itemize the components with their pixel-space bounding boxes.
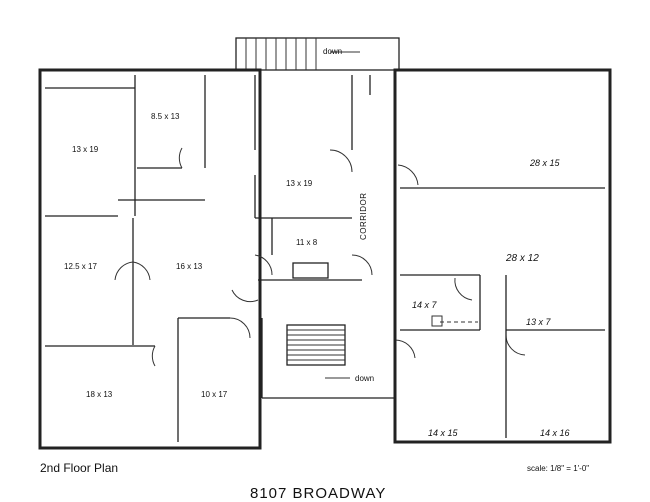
room-label: 13 x 19	[72, 145, 99, 154]
address: 8107 BROADWAY	[250, 485, 387, 502]
corridor-label: CORRIDOR	[359, 192, 368, 240]
room-label: 16 x 13	[176, 262, 203, 271]
room-label: 14 x 7	[412, 300, 437, 310]
room-label: 12.5 x 17	[64, 262, 97, 271]
room-label: 28 x 12	[506, 253, 539, 264]
room-label: 13 x 19	[286, 179, 313, 188]
plan-title: 2nd Floor Plan	[40, 461, 119, 475]
room-label: 10 x 17	[201, 390, 228, 399]
fixture	[292, 262, 329, 279]
doors	[114, 147, 526, 367]
room-label: 28 x 15	[530, 158, 560, 168]
stair-bottom-label: down	[355, 374, 375, 383]
room-label: 13 x 7	[526, 317, 551, 327]
left-wing-walls	[38, 68, 395, 450]
room-label: 11 x 8	[296, 238, 318, 247]
room-label: 14 x 16	[540, 428, 570, 438]
scale-note: scale: 1/8" = 1'-0"	[527, 464, 590, 473]
stair-bottom	[286, 324, 350, 379]
right-wing-walls	[369, 68, 612, 444]
stair-top-label: down	[323, 47, 343, 56]
stair-top	[235, 37, 400, 71]
room-label: 18 x 13	[86, 390, 113, 399]
room-label: 8.5 x 13	[151, 112, 180, 121]
room-label: 14 x 15	[428, 428, 458, 438]
